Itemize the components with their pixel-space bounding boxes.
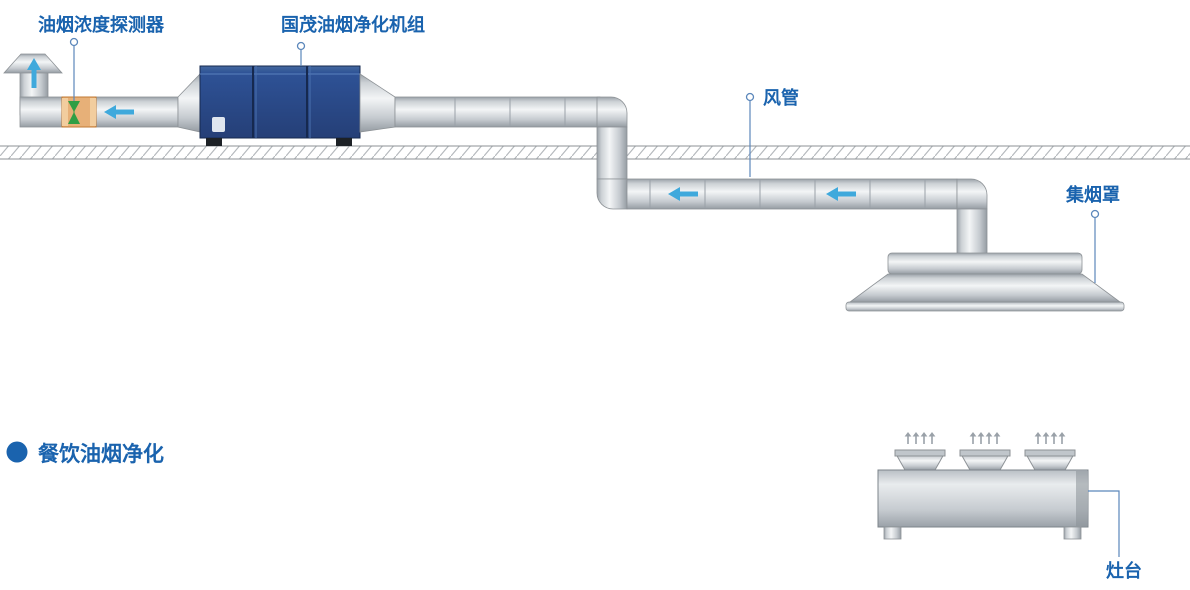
- duct-run: [394, 96, 988, 258]
- fume-sensor-icon: [68, 101, 80, 124]
- unit-foot-left: [206, 138, 222, 146]
- steam-arrow-icon: [1057, 431, 1067, 445]
- collection-hood: [845, 252, 1125, 312]
- duct-elbow-down-right: [956, 178, 988, 210]
- stove: [877, 431, 1089, 540]
- hood-lip: [845, 301, 1125, 312]
- leader-dot-icon: [296, 41, 306, 51]
- leader-dot-icon: [1090, 209, 1100, 219]
- duct-label: 风管: [763, 87, 799, 108]
- steam-arrow-icon: [984, 431, 994, 445]
- hood-skirt: [848, 273, 1122, 303]
- steam-arrow-icon: [1033, 431, 1043, 445]
- unit-foot-right: [336, 138, 352, 146]
- duct-hood-riser: [956, 208, 988, 258]
- stove-leader: [1088, 490, 1120, 557]
- duct-horizontal-upper: [394, 96, 601, 128]
- steam-arrow-icon: [911, 431, 921, 445]
- detector-leader: [69, 37, 79, 101]
- burner: [959, 449, 1011, 471]
- leader-dot-icon: [69, 37, 79, 47]
- section-title: 餐饮油烟净化: [6, 441, 164, 466]
- title-bullet-icon: [6, 441, 28, 463]
- steam-arrow-icon: [968, 431, 978, 445]
- steam-arrow-icon: [919, 431, 929, 445]
- duct-leader: [745, 92, 755, 177]
- steam-arrow-icon: [1049, 431, 1059, 445]
- steam-arrow-icon: [903, 431, 913, 445]
- section-title-text: 餐饮油烟净化: [38, 442, 164, 466]
- unit-cabinet: [199, 65, 361, 139]
- detector-label: 油烟浓度探测器: [38, 14, 165, 35]
- leader-dot-icon: [745, 92, 755, 102]
- unit-outlet-cone: [359, 73, 396, 133]
- hood-plenum: [887, 252, 1083, 275]
- stove-body: [877, 469, 1089, 528]
- stove-foot-right: [1063, 526, 1082, 540]
- steam-arrow-icon: [992, 431, 1002, 445]
- duct-elbow-down: [596, 96, 628, 128]
- stove-label: 灶台: [1106, 560, 1142, 581]
- duct-elbow-right: [596, 178, 628, 210]
- unit-logo: [212, 117, 225, 132]
- detector-band-edge-left: [62, 98, 68, 126]
- inlet-duct: [19, 96, 179, 128]
- roof-slab: [0, 145, 1190, 160]
- duct-vertical-drop: [596, 126, 628, 180]
- steam-arrow-icon: [927, 431, 937, 445]
- purifier-label: 国茂油烟净化机组: [281, 14, 425, 35]
- purifier-leader: [296, 41, 306, 66]
- stove-foot-left: [883, 526, 902, 540]
- burner: [894, 449, 946, 471]
- hood-leader: [1090, 209, 1100, 283]
- hood-label: 集烟罩: [1065, 184, 1120, 205]
- stove-side-shade: [1076, 471, 1087, 526]
- unit-inlet-cone: [177, 73, 201, 133]
- steam-arrow-icon: [976, 431, 986, 445]
- roof-hatch: [0, 146, 1190, 159]
- inlet-duct-body: [19, 96, 179, 128]
- purifier-unit: [177, 65, 396, 146]
- steam-arrow-icon: [1041, 431, 1051, 445]
- burner: [1024, 449, 1076, 471]
- detector-band-edge-right: [90, 98, 96, 126]
